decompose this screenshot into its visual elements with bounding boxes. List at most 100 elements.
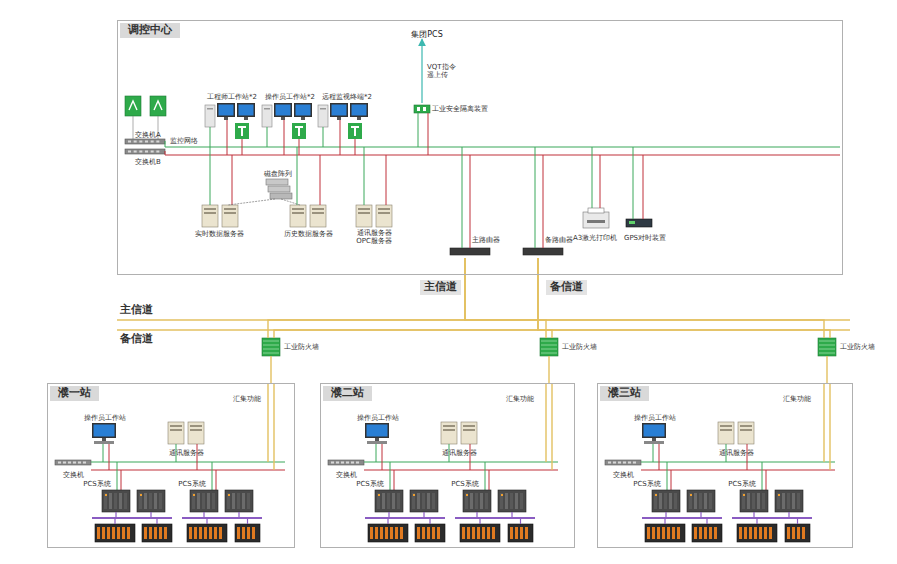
- server-icon: [310, 205, 326, 227]
- cabinet-cell: [759, 527, 762, 539]
- wire: [355, 139, 356, 155]
- connector-label: VQT指令 遥上传: [427, 63, 461, 80]
- rack-module: [782, 493, 785, 509]
- cabinet-cell: [237, 527, 240, 539]
- server-slot: [720, 429, 732, 431]
- server-slot: [292, 208, 304, 210]
- channel-drop: [273, 383, 274, 470]
- monitor-frame: [642, 423, 666, 438]
- region-panel: 濮三站汇集功能操作员工作站通讯服务器交换机PCS系统PCS系统: [597, 383, 853, 548]
- cabinet-cell: [694, 527, 697, 539]
- device-label: PCS系统: [451, 480, 479, 488]
- monitor-frame: [294, 103, 312, 117]
- cabinet-cell: [749, 527, 752, 539]
- monitor-frame: [365, 423, 389, 438]
- terminal-mark: [298, 128, 300, 136]
- switch-port: [608, 462, 611, 464]
- wire: [429, 518, 430, 524]
- rack-module: [465, 493, 468, 509]
- wire: [535, 147, 536, 248]
- pcs-rack: [687, 490, 715, 512]
- rack-module: [689, 493, 692, 509]
- server-icon: [718, 422, 734, 444]
- bus-red: [91, 469, 285, 470]
- monitor-stand: [244, 117, 248, 120]
- wire: [203, 512, 204, 518]
- switch-port: [351, 462, 354, 464]
- monitor-screen: [219, 105, 234, 116]
- switch-port: [156, 151, 159, 153]
- cabinet-cell: [219, 527, 222, 539]
- cabinet-cell: [802, 527, 805, 539]
- monitor-stand: [281, 117, 285, 120]
- rack-module: [674, 493, 677, 509]
- node-text: 交换机: [613, 471, 634, 479]
- monitor-screen: [239, 105, 254, 116]
- cabinet-cell: [97, 527, 100, 539]
- cabinet-cell: [769, 527, 772, 539]
- wire: [210, 127, 211, 147]
- router-box: 备路由器: [521, 236, 579, 258]
- cabinet-cell: [112, 527, 115, 539]
- server-icon: [168, 422, 184, 444]
- clock-display: [629, 221, 635, 224]
- firewall-icon: [818, 338, 836, 356]
- server-slot: [358, 208, 370, 210]
- node-text: 通讯服务器 OPC服务器: [350, 229, 398, 245]
- rack-led: [690, 494, 692, 496]
- rack-led: [228, 494, 230, 496]
- pcs-link: [732, 517, 812, 519]
- device-label: PCS系统: [83, 480, 111, 488]
- firewall-icon: [540, 338, 558, 356]
- wire: [543, 155, 544, 248]
- wire: [592, 147, 593, 208]
- device-label: 实时数据服务器: [195, 230, 244, 238]
- monitor-frame: [274, 103, 292, 117]
- firewall-brick: [541, 353, 557, 354]
- wire: [210, 147, 211, 205]
- cabinet-cell: [462, 527, 465, 539]
- connector: [274, 258, 538, 338]
- cabinet-cell: [107, 527, 110, 539]
- node-text: 汇集功能: [506, 395, 534, 403]
- switch-port: [139, 151, 142, 153]
- wire: [485, 462, 486, 490]
- server-slot: [204, 208, 216, 210]
- wire: [388, 512, 389, 518]
- device-label: PCS系统: [728, 480, 756, 488]
- cabinet-cell: [467, 527, 470, 539]
- server-slot: [312, 208, 324, 210]
- device-label: PCS系统: [178, 480, 206, 488]
- server-slot: [312, 212, 324, 214]
- pc-tower: [318, 105, 328, 127]
- pcs-rack: [137, 490, 165, 512]
- monitor-screen: [94, 425, 115, 437]
- terminal-mark: [241, 128, 243, 136]
- switch-icon: [125, 149, 165, 154]
- rack-module: [704, 493, 707, 509]
- wire: [227, 120, 228, 155]
- device-label: 操作员工作站: [357, 414, 399, 422]
- monitor-stand: [224, 117, 228, 120]
- printer-paper: [588, 208, 604, 213]
- pcs-link: [365, 517, 445, 519]
- isolation-mark: [423, 107, 426, 111]
- cabinet-cell: [652, 527, 655, 539]
- rack-module: [247, 493, 250, 509]
- rack-module: [747, 493, 750, 509]
- wire: [376, 444, 377, 462]
- rack-led: [778, 494, 780, 496]
- rack-module: [417, 493, 420, 509]
- rack-module: [192, 493, 195, 509]
- disk-link: [281, 199, 300, 205]
- wire: [299, 139, 300, 155]
- server-slot: [378, 208, 390, 210]
- wire: [664, 518, 665, 524]
- terminal-mark: [351, 126, 359, 128]
- battery-cabinet: [508, 524, 533, 542]
- cabinet-cell: [487, 527, 490, 539]
- terminal-mark: [295, 126, 303, 128]
- rack-module: [382, 493, 385, 509]
- node-text: PCS系统: [356, 480, 384, 488]
